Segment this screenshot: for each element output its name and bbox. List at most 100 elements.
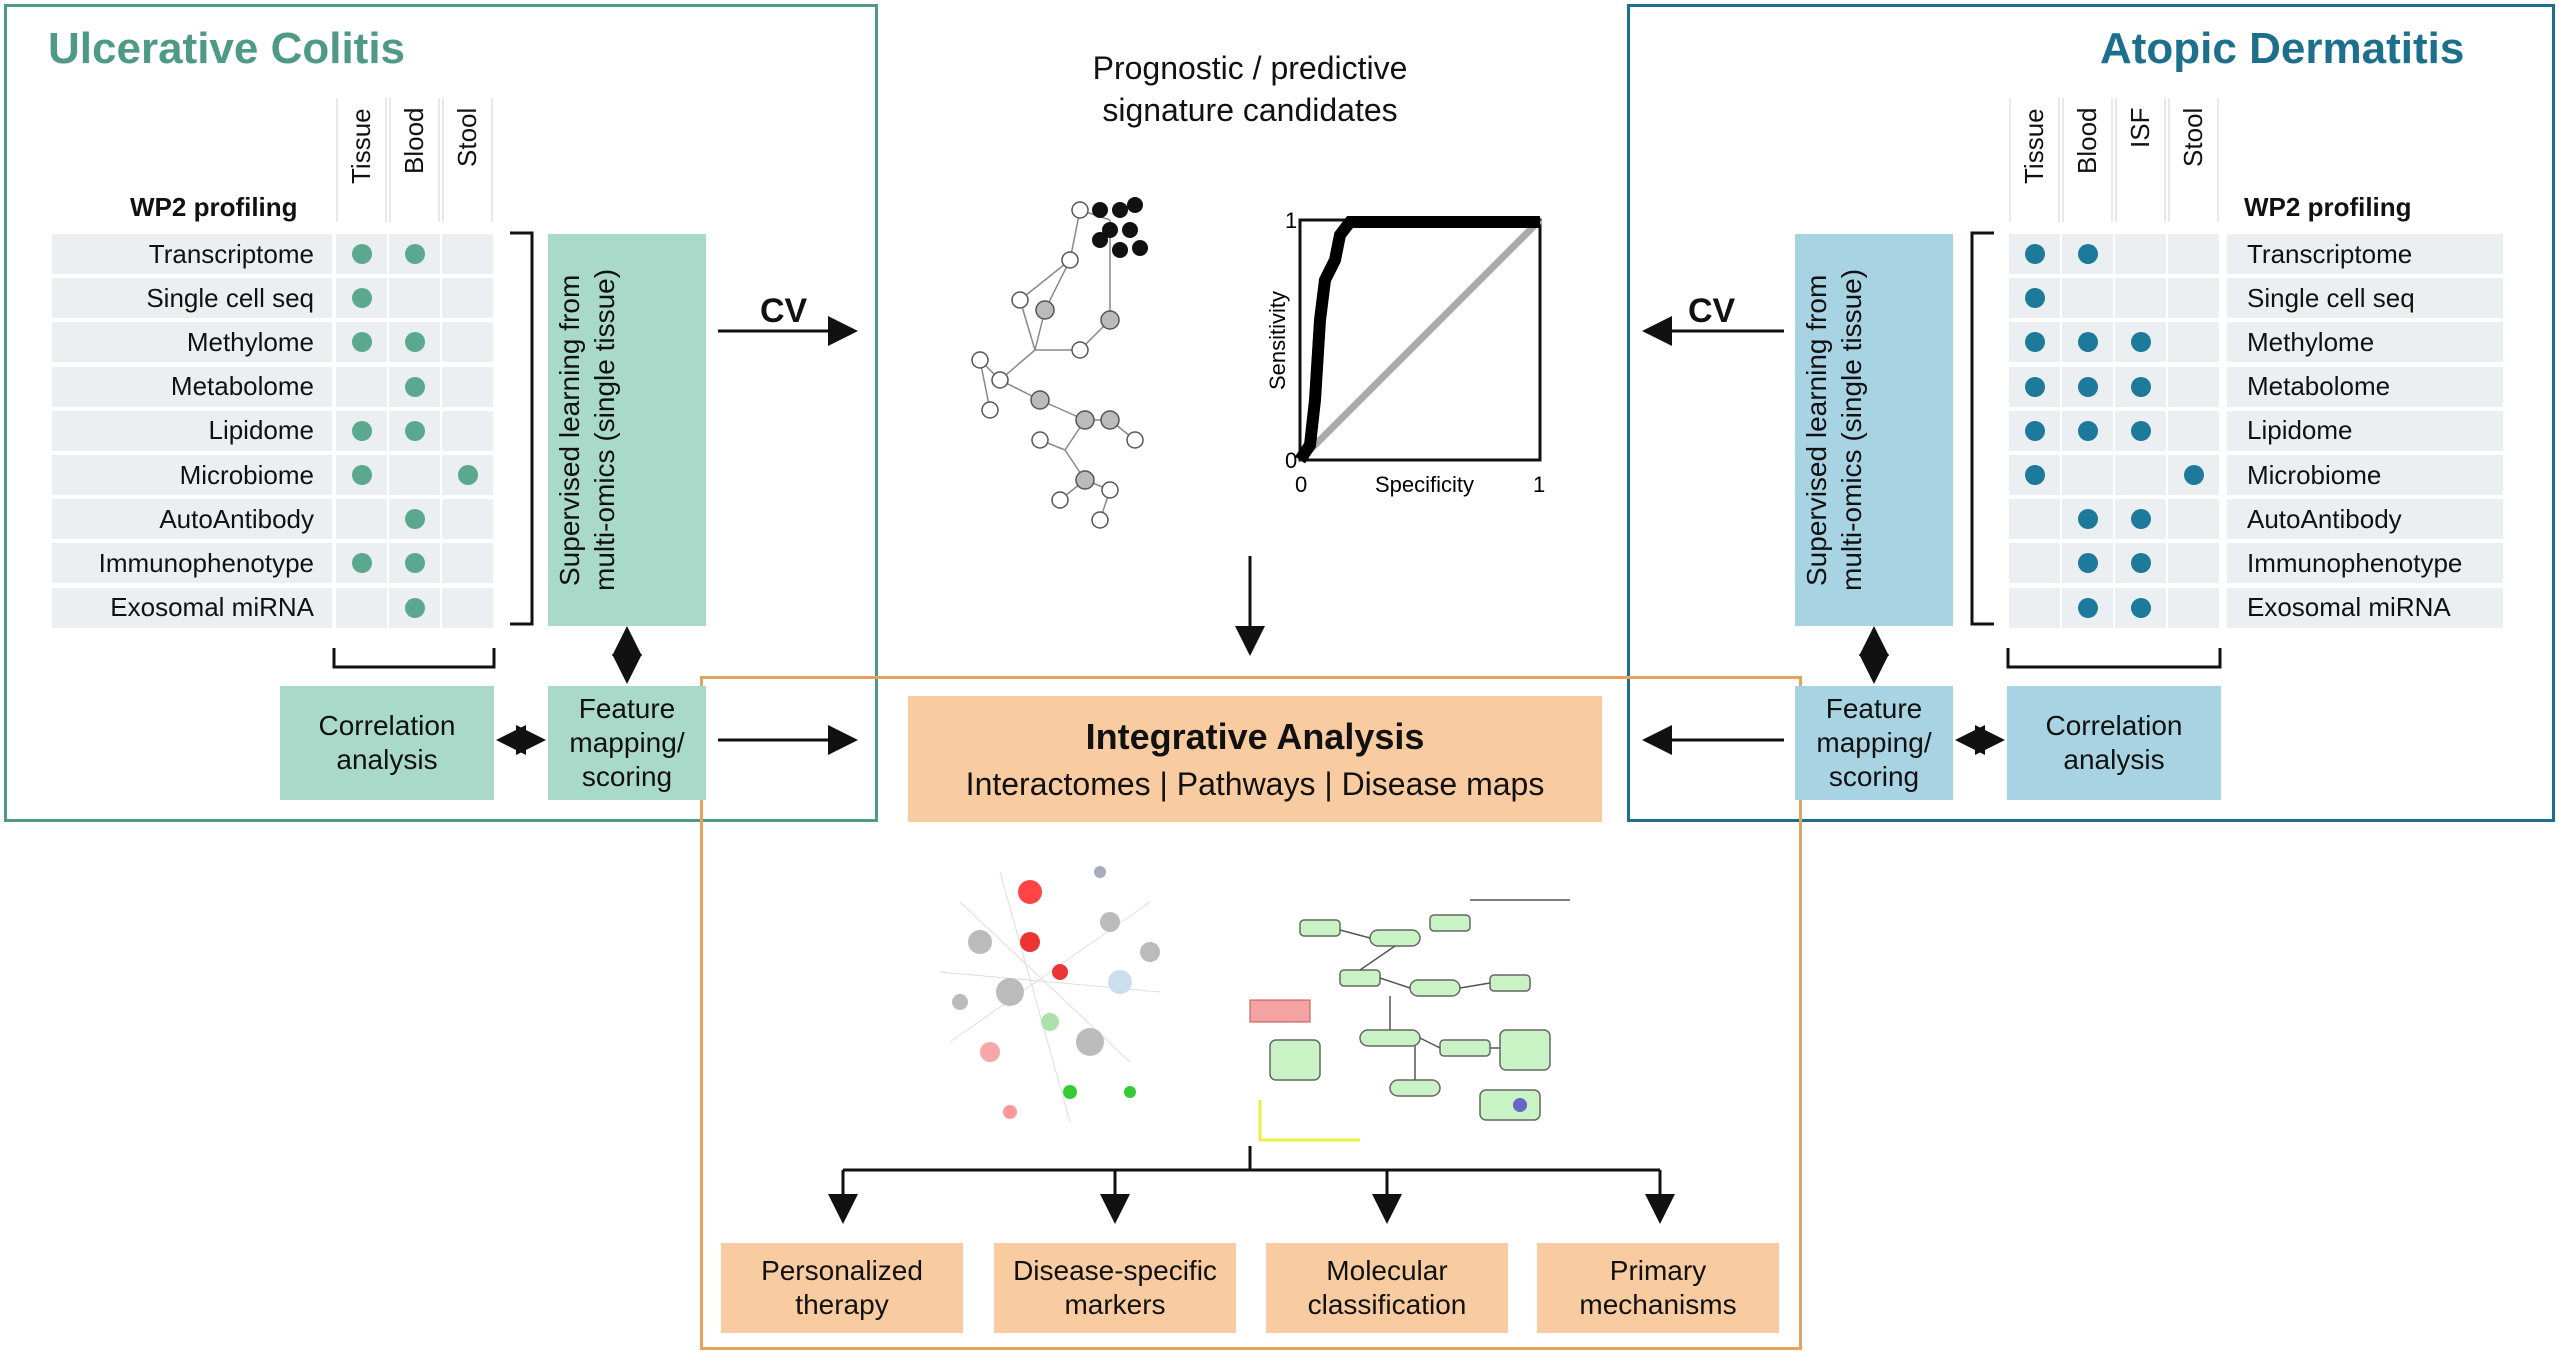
- uc-presence-dot: [404, 376, 425, 397]
- ad-grid-cell: [2168, 234, 2219, 274]
- uc-grid-cell: [336, 234, 387, 274]
- ad-presence-dot: [2077, 509, 2098, 530]
- ad-grid-cell: [2115, 234, 2166, 274]
- ad-grid-cell: [2062, 543, 2113, 584]
- ad-correlation-box: Correlation analysis: [2007, 686, 2221, 800]
- roc-xtick-1: 1: [1533, 472, 1545, 497]
- uc-presence-dot: [457, 465, 478, 485]
- ad-grid-cell: [2168, 366, 2219, 407]
- uc-grid-cell: [442, 587, 493, 628]
- uc-presence-dot: [351, 420, 372, 441]
- ad-grid-cell: [2062, 322, 2113, 363]
- ad-presence-dot: [2130, 509, 2151, 530]
- ad-grid-cell: [2168, 543, 2219, 584]
- uc-presence-dot: [404, 509, 425, 530]
- ad-grid-cell: [2009, 366, 2060, 407]
- uc-grid-cell: [336, 499, 387, 540]
- ad-supervised-learning-box: Supervised learning from multi-omics (si…: [1795, 234, 1953, 626]
- outcome-primary-mechanisms: Primary mechanisms: [1537, 1243, 1779, 1333]
- ad-presence-dot: [2183, 465, 2204, 485]
- ad-presence-dot: [2130, 420, 2151, 441]
- ad-presence-dot: [2130, 597, 2151, 618]
- uc-grid-cell: [389, 499, 440, 540]
- ad-grid-cell: [2115, 322, 2166, 363]
- uc-cv-label: CV: [760, 292, 808, 330]
- uc-grid-cell: [442, 455, 493, 495]
- ad-title: Atopic Dermatitis: [2100, 24, 2465, 73]
- ad-profiling-label: WP2 profiling: [2244, 192, 2412, 222]
- ad-presence-dot: [2024, 376, 2045, 397]
- ad-grid-cell: [2062, 499, 2113, 540]
- ad-row-label: Immunophenotype: [2227, 543, 2503, 584]
- ad-presence-dot: [2077, 244, 2098, 264]
- ad-presence-dot: [2024, 420, 2045, 441]
- uc-presence-dot: [351, 244, 372, 264]
- ad-grid-cell: [2168, 455, 2219, 495]
- ad-presence-dot: [2077, 553, 2098, 574]
- uc-grid-cell: [336, 455, 387, 495]
- outcome-disease-specific-markers: Disease-specific markers: [994, 1243, 1236, 1333]
- ad-grid-cell: [2062, 455, 2113, 495]
- uc-grid-cell: [442, 278, 493, 319]
- uc-grid-cell: [336, 322, 387, 363]
- uc-grid-cell: [389, 366, 440, 407]
- ad-grid-cell: [2115, 410, 2166, 451]
- ad-grid-cell: [2009, 322, 2060, 363]
- ad-grid-cell: [2009, 587, 2060, 628]
- uc-row-label: Transcriptome: [52, 234, 332, 274]
- ad-grid-cell: [2062, 366, 2113, 407]
- ad-grid-cell: [2168, 587, 2219, 628]
- uc-presence-dot: [404, 553, 425, 574]
- ad-grid-cell: [2009, 455, 2060, 495]
- ad-grid-cell: [2009, 543, 2060, 584]
- uc-row-label: Methylome: [52, 322, 332, 363]
- integrative-analysis-subtitle: Interactomes | Pathways | Disease maps: [965, 765, 1545, 802]
- outcome-molecular-classification: Molecular classification: [1266, 1243, 1508, 1333]
- uc-row-label: Microbiome: [52, 455, 332, 495]
- uc-row-label: Metabolome: [52, 366, 332, 407]
- uc-row-label: Immunophenotype: [52, 543, 332, 584]
- uc-presence-dot: [404, 244, 425, 264]
- uc-presence-dot: [351, 465, 372, 485]
- uc-correlation-box: Correlation analysis: [280, 686, 494, 800]
- uc-row-label: Exosomal miRNA: [52, 587, 332, 628]
- uc-grid-cell: [336, 543, 387, 584]
- ad-grid-cell: [2009, 499, 2060, 540]
- ad-presence-dot: [2077, 332, 2098, 353]
- ad-grid-cell: [2168, 322, 2219, 363]
- ad-grid-cell: [2009, 410, 2060, 451]
- ad-presence-dot: [2024, 465, 2045, 485]
- uc-presence-dot: [404, 332, 425, 353]
- integrative-analysis-box: Integrative Analysis Interactomes | Path…: [908, 696, 1602, 822]
- roc-curve-chart: 0 1 0 1 Specificity Sensitivity: [1265, 208, 1545, 497]
- ad-presence-dot: [2130, 332, 2151, 353]
- uc-row-label: Single cell seq: [52, 278, 332, 319]
- interactome-network-image: [939, 866, 1161, 1123]
- uc-grid-cell: [389, 234, 440, 274]
- ad-grid-cell: [2115, 543, 2166, 584]
- uc-presence-dot: [351, 332, 372, 353]
- ad-presence-dot: [2077, 597, 2098, 618]
- uc-grid-cell: [389, 455, 440, 495]
- uc-grid-cell: [389, 322, 440, 363]
- ad-presence-dot: [2024, 288, 2045, 309]
- ad-grid-cell: [2062, 587, 2113, 628]
- signature-network-graph: [971, 197, 1148, 529]
- ad-grid-cell: [2062, 278, 2113, 319]
- ad-feature-mapping-box: Feature mapping/ scoring: [1795, 686, 1953, 800]
- ad-row-label: Transcriptome: [2227, 234, 2503, 274]
- ad-presence-dot: [2130, 553, 2151, 574]
- ad-grid-cell: [2168, 278, 2219, 319]
- ad-row-label: Microbiome: [2227, 455, 2503, 495]
- ad-grid-cell: [2062, 234, 2113, 274]
- ad-grid-cell: [2115, 455, 2166, 495]
- uc-grid-cell: [442, 410, 493, 451]
- uc-presence-dot: [404, 420, 425, 441]
- uc-grid-cell: [336, 366, 387, 407]
- roc-xtick-0: 0: [1295, 472, 1307, 497]
- ad-grid-cell: [2115, 499, 2166, 540]
- roc-ytick-1: 1: [1285, 208, 1297, 233]
- integrative-analysis-panel: [700, 676, 1802, 1350]
- ad-row-label: AutoAntibody: [2227, 499, 2503, 540]
